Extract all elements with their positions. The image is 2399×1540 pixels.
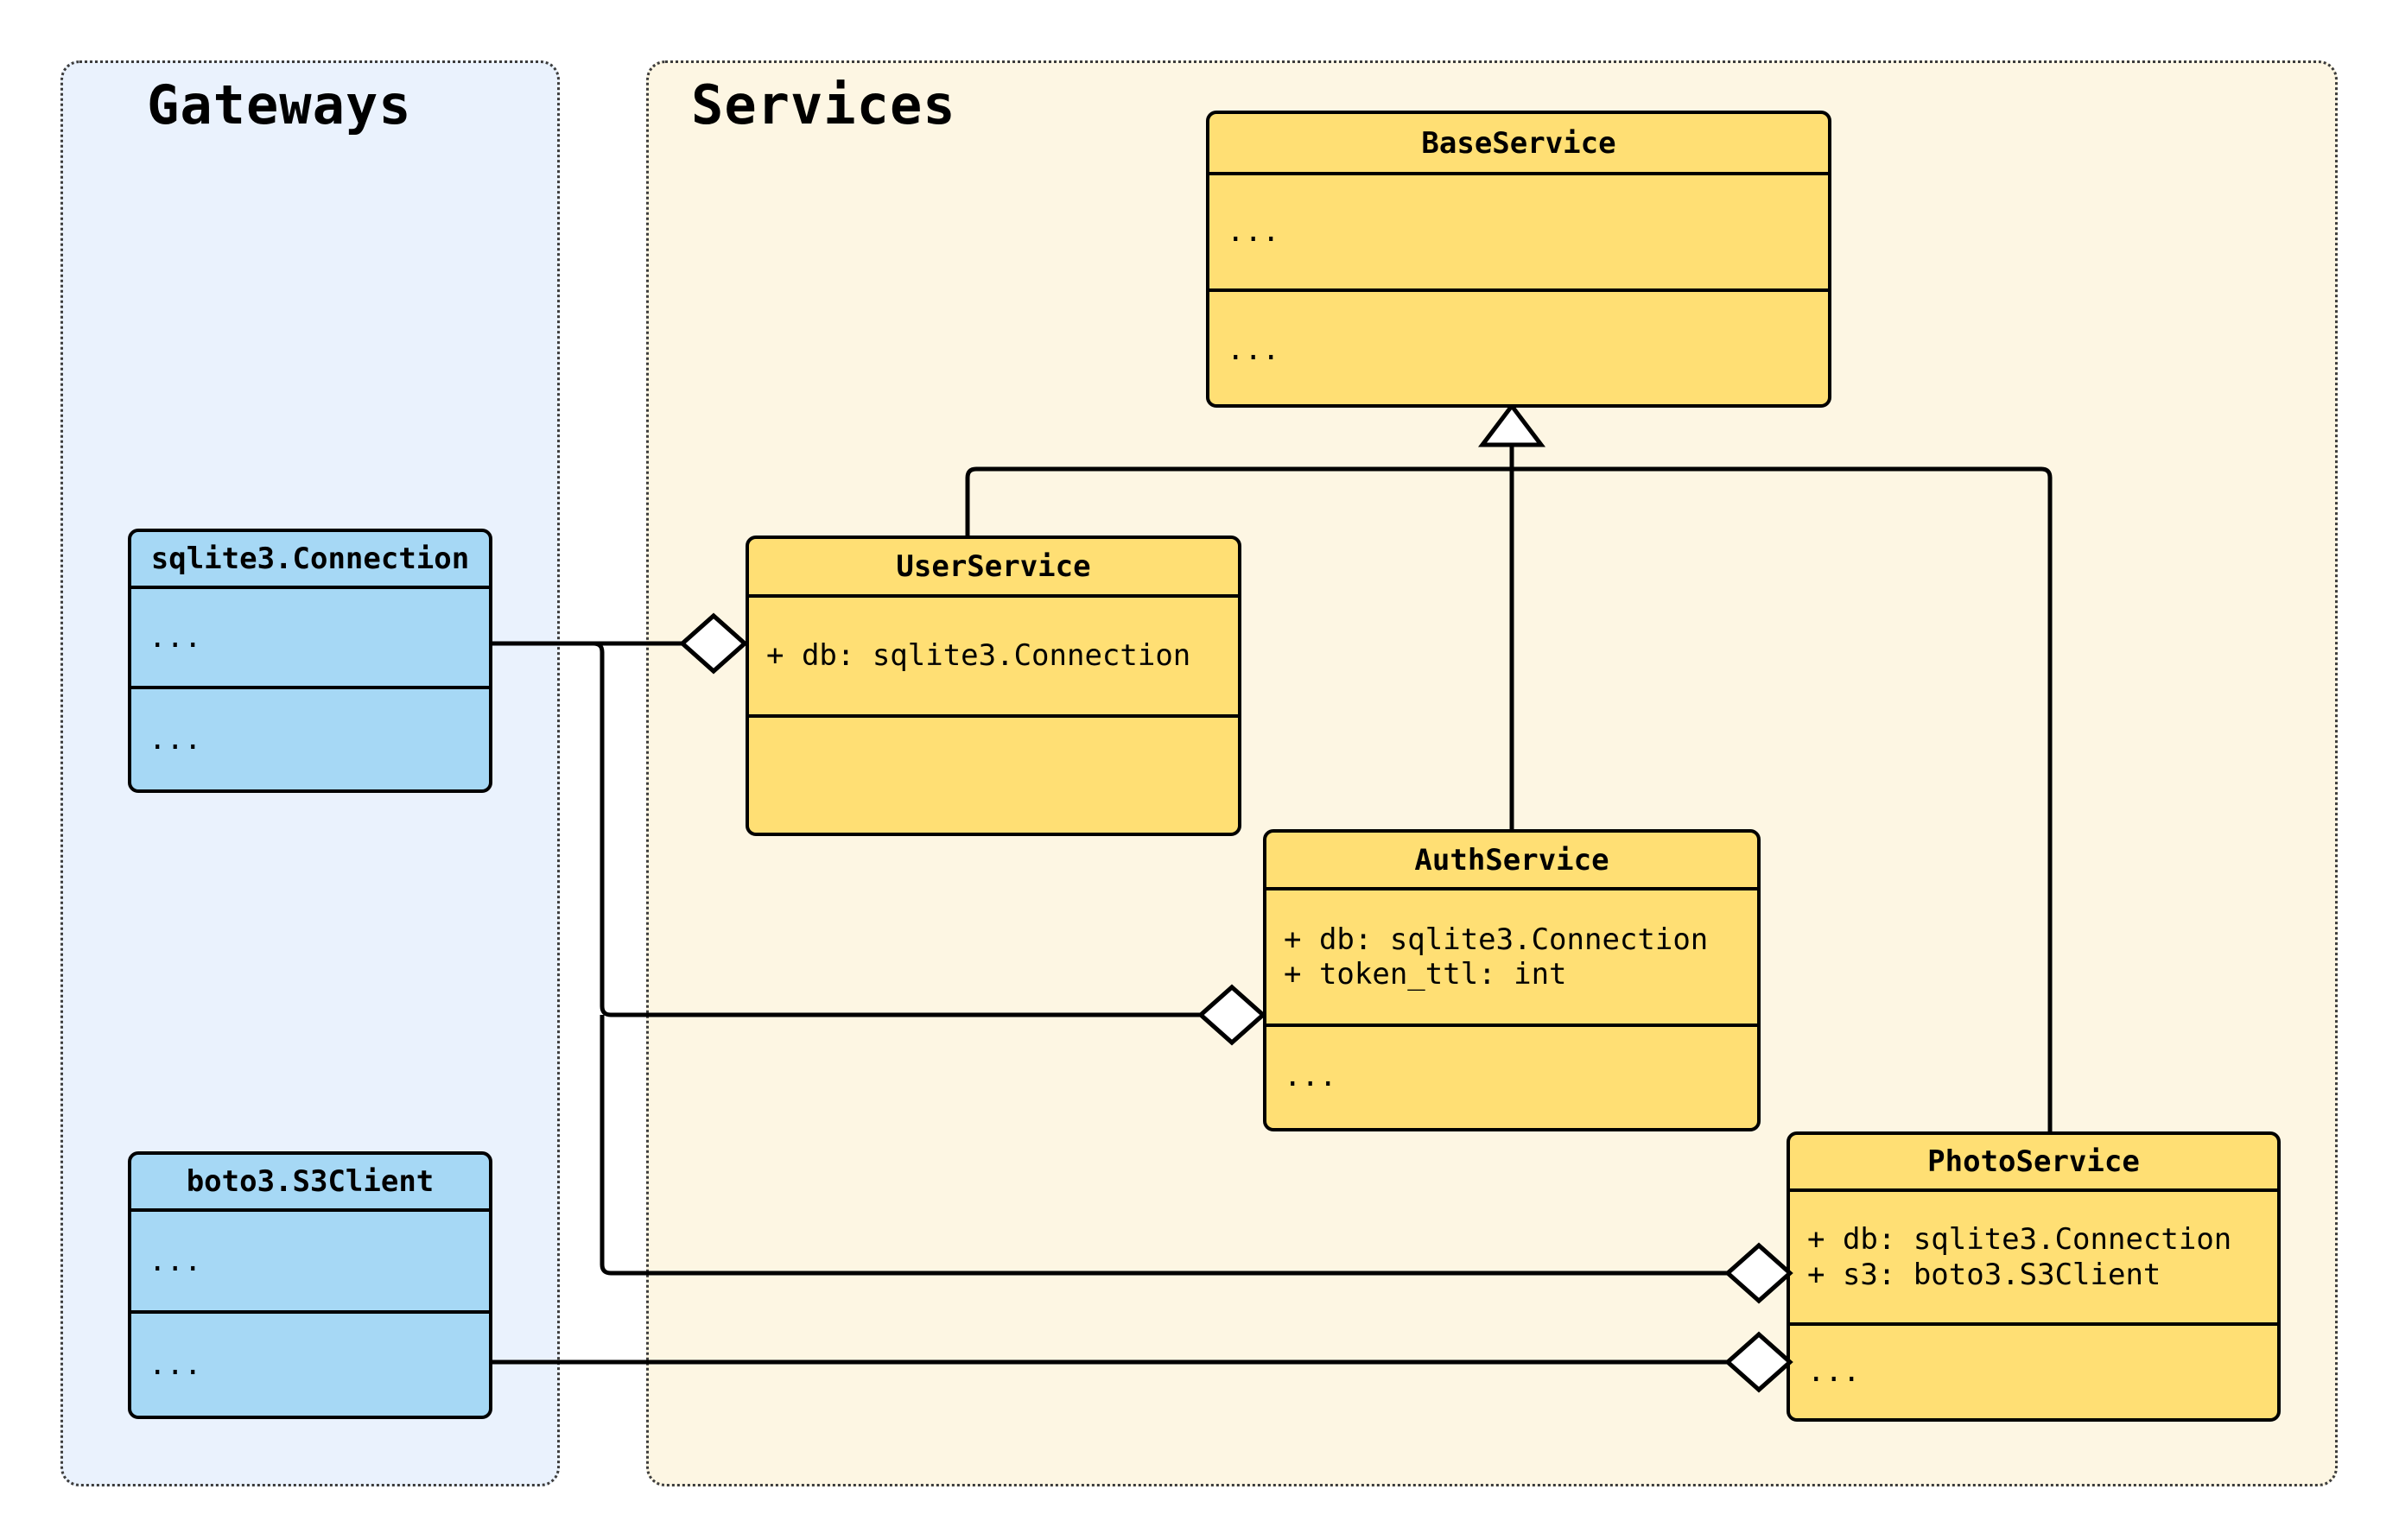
class-attributes-photoservice: + db: sqlite3.Connection + s3: boto3.S3C… [1807, 1222, 2232, 1292]
class-name-photoservice: PhotoService [1927, 1144, 2140, 1179]
class-name-authservice: AuthService [1414, 842, 1609, 878]
class-attributes-sqlite3-connection: ... [149, 619, 202, 655]
package-gateways-title: Gateways [147, 73, 412, 136]
class-node-photoservice[interactable]: PhotoService + db: sqlite3.Connection + … [1787, 1131, 2281, 1422]
class-methods-photoservice: ... [1807, 1354, 1861, 1390]
class-name-baseservice: BaseService [1421, 125, 1616, 161]
class-node-userservice[interactable]: UserService + db: sqlite3.Connection [746, 536, 1241, 836]
package-services-title: Services [691, 73, 956, 136]
class-node-authservice[interactable]: AuthService + db: sqlite3.Connection + t… [1263, 829, 1761, 1131]
class-methods-baseservice: ... [1227, 332, 1280, 367]
class-attributes-baseservice: ... [1227, 214, 1280, 250]
class-attributes-userservice: + db: sqlite3.Connection [766, 638, 1191, 674]
class-node-boto3-s3client[interactable]: boto3.S3Client ... ... [128, 1151, 492, 1419]
class-name-boto3-s3client: boto3.S3Client [186, 1164, 435, 1199]
class-methods-authservice: ... [1284, 1059, 1337, 1094]
class-node-baseservice[interactable]: BaseService ... ... [1206, 111, 1831, 408]
class-node-sqlite3-connection[interactable]: sqlite3.Connection ... ... [128, 529, 492, 793]
class-name-sqlite3-connection: sqlite3.Connection [150, 542, 470, 576]
class-attributes-boto3-s3client: ... [149, 1243, 202, 1278]
class-methods-boto3-s3client: ... [149, 1347, 202, 1382]
class-attributes-authservice: + db: sqlite3.Connection + token_ttl: in… [1284, 922, 1709, 992]
class-methods-sqlite3-connection: ... [149, 721, 202, 757]
class-name-userservice: UserService [896, 549, 1091, 584]
